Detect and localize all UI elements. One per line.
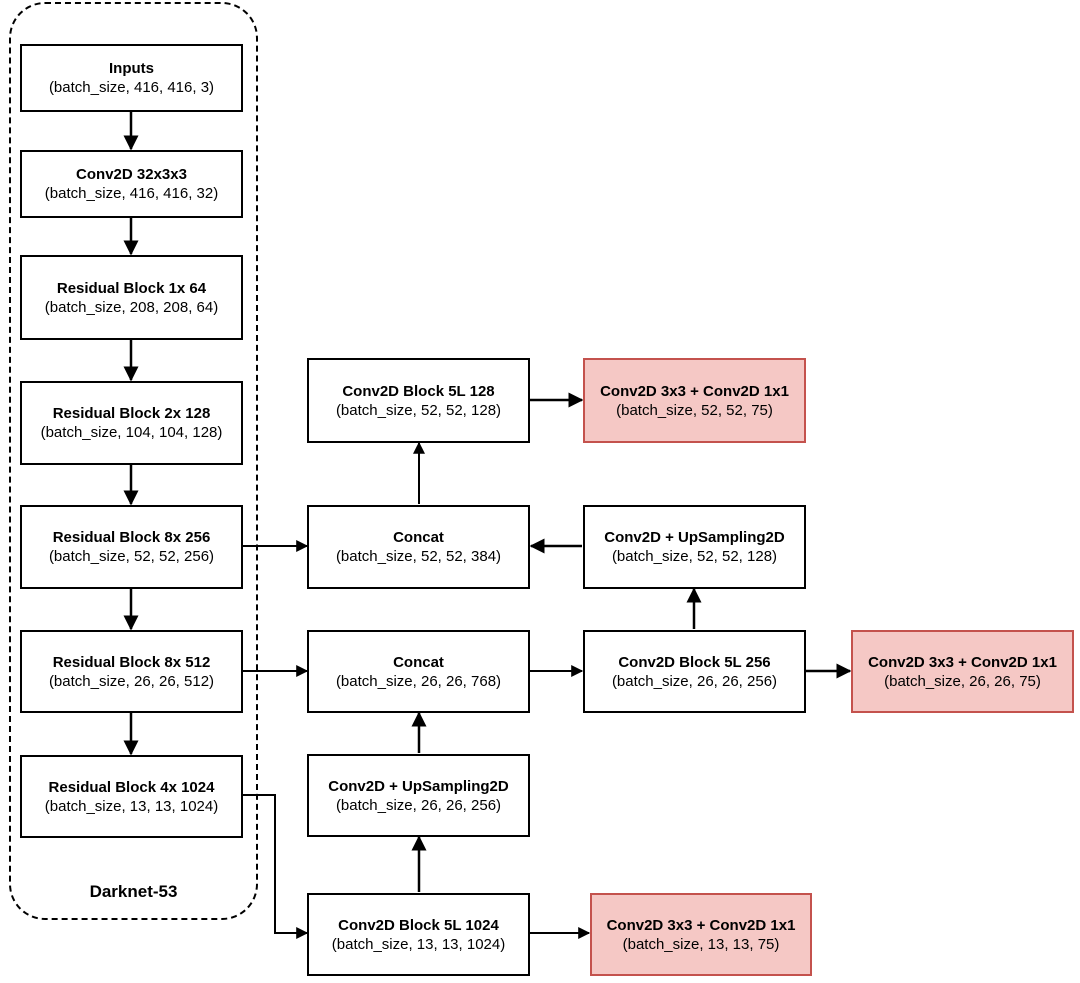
node-title: Conv2D Block 5L 128 <box>342 382 495 400</box>
residual-block-1x-node: Residual Block 1x 64 (batch_size, 208, 2… <box>20 255 243 340</box>
node-shape: (batch_size, 13, 13, 1024) <box>331 935 506 953</box>
node-shape: (batch_size, 416, 416, 3) <box>48 79 215 96</box>
output-13-node: Conv2D 3x3 + Conv2D 1x1 (batch_size, 13,… <box>590 893 812 976</box>
node-title: Conv2D + UpSampling2D <box>604 529 785 546</box>
node-shape: (batch_size, 26, 26, 75) <box>884 672 1041 690</box>
node-title: Conv2D Block 5L 1024 <box>338 916 499 934</box>
node-title: Conv2D 32x3x3 <box>76 166 187 183</box>
node-title: Residual Block 1x 64 <box>56 279 207 297</box>
node-title: Residual Block 8x 256 <box>52 529 211 546</box>
conv2d-block-5l-256-node: Conv2D Block 5L 256 (batch_size, 26, 26,… <box>583 630 806 713</box>
residual-block-8x-256-node: Residual Block 8x 256 (batch_size, 52, 5… <box>20 505 243 589</box>
node-title: Residual Block 2x 128 <box>52 405 211 422</box>
node-title: Residual Block 8x 512 <box>52 653 211 671</box>
node-title: Inputs <box>109 60 154 77</box>
concat-52-node: Concat (batch_size, 52, 52, 384) <box>307 505 530 589</box>
concat-26-node: Concat (batch_size, 26, 26, 768) <box>307 630 530 713</box>
output-26-node: Conv2D 3x3 + Conv2D 1x1 (batch_size, 26,… <box>851 630 1074 713</box>
node-title: Conv2D + UpSampling2D <box>328 777 509 795</box>
upsampling-256-node: Conv2D + UpSampling2D (batch_size, 26, 2… <box>307 754 530 837</box>
conv2d-32-node: Conv2D 32x3x3 (batch_size, 416, 416, 32) <box>20 150 243 218</box>
upsampling-128-node: Conv2D + UpSampling2D (batch_size, 52, 5… <box>583 505 806 589</box>
node-shape: (batch_size, 52, 52, 384) <box>335 548 502 565</box>
node-title: Concat <box>393 529 444 546</box>
residual-block-4x-node: Residual Block 4x 1024 (batch_size, 13, … <box>20 755 243 838</box>
node-title: Conv2D 3x3 + Conv2D 1x1 <box>868 653 1057 671</box>
darknet-53-label: Darknet-53 <box>89 882 178 901</box>
node-shape: (batch_size, 52, 52, 256) <box>48 548 215 565</box>
node-title: Conv2D 3x3 + Conv2D 1x1 <box>600 382 789 400</box>
node-shape: (batch_size, 26, 26, 256) <box>611 672 778 690</box>
node-shape: (batch_size, 13, 13, 1024) <box>44 797 219 815</box>
node-shape: (batch_size, 26, 26, 512) <box>48 672 215 690</box>
darknet-53-group <box>9 2 258 920</box>
inputs-node: Inputs (batch_size, 416, 416, 3) <box>20 44 243 112</box>
output-52-node: Conv2D 3x3 + Conv2D 1x1 (batch_size, 52,… <box>583 358 806 443</box>
edge-res4-cb1024 <box>243 794 309 939</box>
node-title: Concat <box>393 653 444 671</box>
node-shape: (batch_size, 26, 26, 256) <box>335 796 502 814</box>
node-shape: (batch_size, 26, 26, 768) <box>335 672 502 690</box>
conv2d-block-5l-1024-node: Conv2D Block 5L 1024 (batch_size, 13, 13… <box>307 893 530 976</box>
node-shape: (batch_size, 52, 52, 75) <box>616 401 773 419</box>
conv2d-block-5l-128-node: Conv2D Block 5L 128 (batch_size, 52, 52,… <box>307 358 530 443</box>
node-title: Conv2D 3x3 + Conv2D 1x1 <box>606 916 796 934</box>
node-shape: (batch_size, 104, 104, 128) <box>40 424 223 441</box>
node-shape: (batch_size, 52, 52, 128) <box>335 401 502 419</box>
node-shape: (batch_size, 52, 52, 128) <box>611 548 778 565</box>
node-shape: (batch_size, 13, 13, 75) <box>622 935 780 953</box>
node-title: Residual Block 4x 1024 <box>48 778 215 796</box>
node-title: Conv2D Block 5L 256 <box>618 653 771 671</box>
residual-block-8x-512-node: Residual Block 8x 512 (batch_size, 26, 2… <box>20 630 243 713</box>
node-shape: (batch_size, 208, 208, 64) <box>44 298 219 316</box>
node-shape: (batch_size, 416, 416, 32) <box>44 185 219 202</box>
residual-block-2x-node: Residual Block 2x 128 (batch_size, 104, … <box>20 381 243 465</box>
